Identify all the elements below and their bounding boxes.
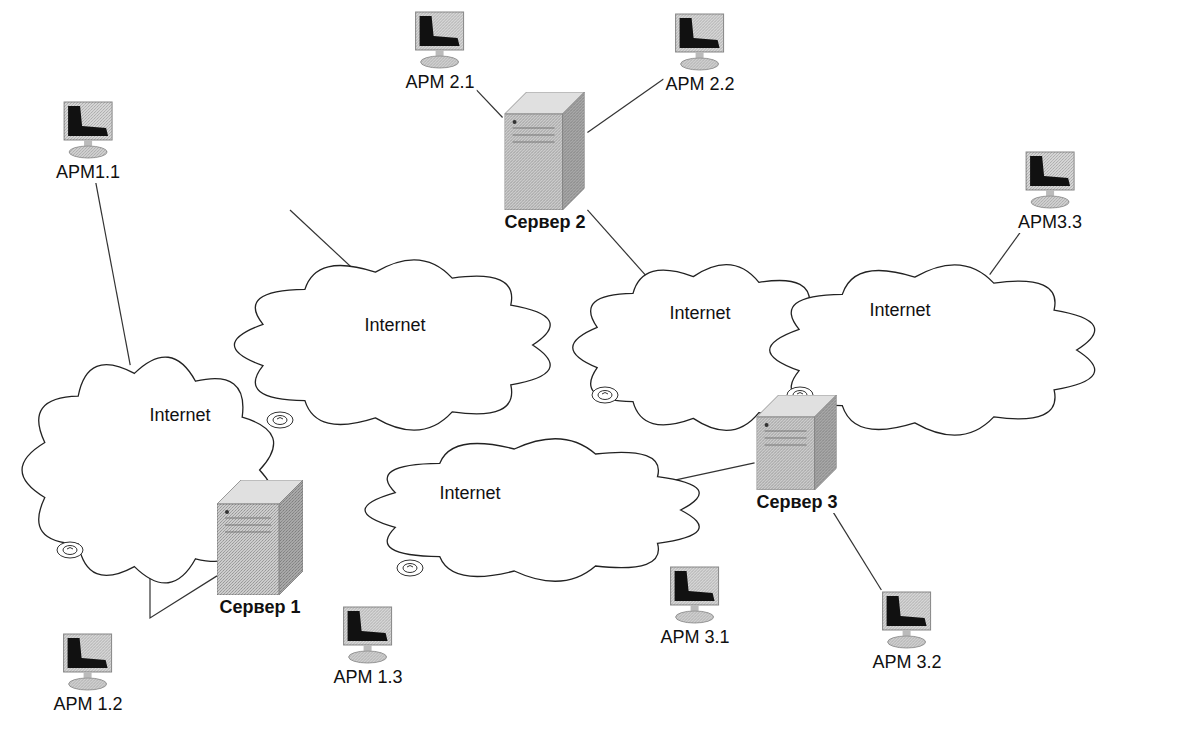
server-label: Сервер 2 [503,212,588,233]
workstation-label: АРМ 1.2 [52,694,125,715]
workstation-label: АРМ3.3 [1016,212,1084,233]
workstation: АРМ 2.2 [664,12,737,95]
router-symbol [592,387,618,403]
cloud-outline [220,250,570,440]
workstation-icon [1020,150,1080,210]
cloud-label: Internet [439,483,500,504]
workstation-label: АРМ 3.2 [871,652,944,673]
workstation-icon [58,100,118,160]
router-symbol [267,412,293,428]
router-symbol [397,560,423,576]
workstation: АРМ 2.1 [404,10,477,93]
server-icon [505,92,585,210]
workstation-icon [58,632,118,692]
server: Сервер 1 [217,480,303,618]
workstation-label: АРМ 2.1 [404,72,477,93]
server-label: Сервер 1 [218,597,303,618]
server-icon [217,480,303,595]
network-link [833,513,881,590]
network-link [96,183,130,366]
workstation-icon [338,605,398,665]
router-symbol [57,542,83,558]
workstation: АРМ1.1 [54,100,122,183]
cloud-label: Internet [669,303,730,324]
workstation-label: АРМ 1.3 [332,667,405,688]
workstation-icon [670,12,730,72]
cloud-label: Internet [869,300,930,321]
workstation: АРМ 1.2 [52,632,125,715]
workstation-label: АРМ 2.2 [664,74,737,95]
workstation: АРМ3.3 [1016,150,1084,233]
workstation-icon [877,590,937,650]
workstation-icon [410,10,470,70]
server-icon [757,395,837,490]
workstation: АРМ 3.2 [871,590,944,673]
cloud-outline [350,430,720,590]
internet-cloud: Internet [220,250,570,440]
server: Сервер 3 [755,395,840,513]
internet-cloud: Internet [350,430,720,590]
network-link [676,463,755,480]
workstation-label: АРМ1.1 [54,162,122,183]
server: Сервер 2 [503,92,588,233]
network-link [587,79,663,133]
server-label: Сервер 3 [755,492,840,513]
cloud-label: Internet [149,405,210,426]
workstation-icon [665,565,725,625]
workstation: АРМ 1.3 [332,605,405,688]
network-link [990,233,1020,275]
cloud-label: Internet [364,315,425,336]
workstation-label: АРМ 3.1 [659,627,732,648]
workstation: АРМ 3.1 [659,565,732,648]
network-link [476,90,502,118]
network-link [587,210,648,279]
